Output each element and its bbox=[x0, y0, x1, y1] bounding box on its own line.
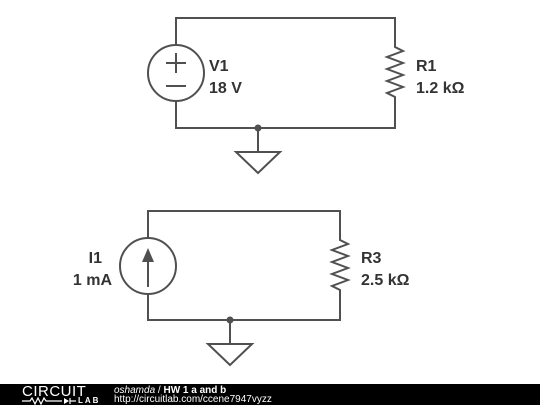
v1-name-label: V1 bbox=[209, 58, 229, 75]
circuit-url-link[interactable]: http://circuitlab.com/ccene7947vyzz bbox=[114, 394, 272, 405]
separator: / bbox=[155, 385, 164, 396]
voltage-source-v1[interactable] bbox=[147, 44, 205, 102]
ground-symbol-1 bbox=[233, 151, 283, 175]
circuit-1: V1 18 V R1 1.2 kΩ bbox=[147, 17, 465, 175]
i1-value-label: 1 mA bbox=[73, 272, 113, 289]
schematic-canvas: V1 18 V R1 1.2 kΩ I1 1 mA R3 2.5 kΩ bbox=[73, 17, 465, 367]
v1-value-label: 18 V bbox=[209, 80, 242, 97]
author-name[interactable]: oshamda bbox=[114, 385, 156, 396]
ground-symbol-2 bbox=[205, 343, 255, 367]
circuitlab-logo[interactable]: CIRCUIT LAB bbox=[22, 383, 117, 405]
footer-bar: CIRCUIT LAB oshamda / HW 1 a and b http:… bbox=[0, 384, 540, 405]
junction-dot bbox=[226, 316, 234, 324]
junction-dot bbox=[254, 124, 262, 132]
i1-name-label: I1 bbox=[89, 250, 102, 267]
arrow-up-icon bbox=[142, 248, 154, 262]
logo-text-lab: LAB bbox=[78, 396, 101, 405]
r3-value-label: 2.5 kΩ bbox=[361, 272, 410, 289]
resistor-r1[interactable] bbox=[384, 40, 406, 104]
r3-name-label: R3 bbox=[361, 250, 382, 267]
current-source-i1[interactable] bbox=[119, 237, 177, 295]
circuit-1-wires bbox=[175, 17, 396, 153]
resistor-r3[interactable] bbox=[329, 233, 351, 297]
r1-name-label: R1 bbox=[416, 58, 437, 75]
circuit-2-wires bbox=[147, 210, 341, 345]
circuit-2: I1 1 mA R3 2.5 kΩ bbox=[73, 210, 410, 367]
resistor-wave-icon bbox=[22, 397, 76, 405]
footer-author-title: oshamda / HW 1 a and b bbox=[114, 385, 226, 396]
r1-value-label: 1.2 kΩ bbox=[416, 80, 465, 97]
logo-text-circuit: CIRCUIT bbox=[22, 383, 87, 400]
circuit-title: HW 1 a and b bbox=[163, 385, 227, 396]
